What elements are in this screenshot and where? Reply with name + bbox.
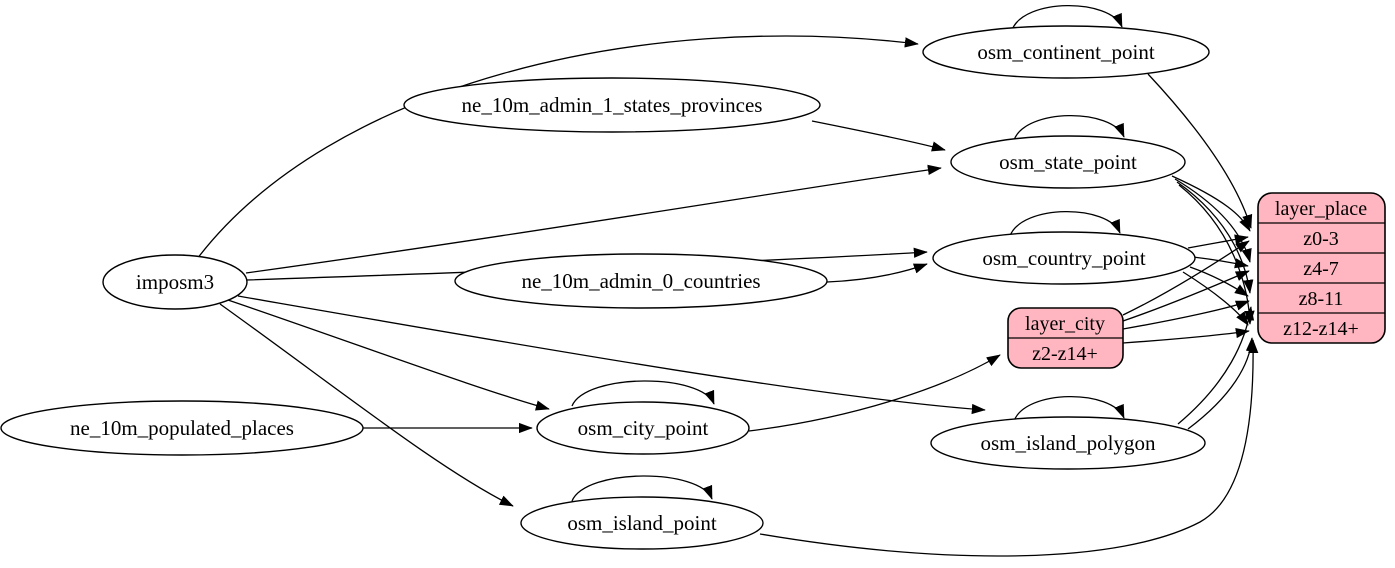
edge-osm_continent_point-to-layer_place-z0-3	[1147, 73, 1253, 229]
node-osm_island_point-label: osm_island_point	[567, 511, 717, 535]
node-osm_island_point: osm_island_point	[520, 496, 764, 550]
node-ne_10m_admin_0_countries: ne_10m_admin_0_countries	[454, 253, 828, 309]
node-layer_place-row-z4-7: z4-7	[1303, 258, 1339, 280]
edge-group	[196, 5, 1259, 557]
node-osm_island_polygon: osm_island_polygon	[930, 416, 1206, 470]
node-imposm3-label: imposm3	[136, 270, 214, 294]
node-osm_continent_point-label: osm_continent_point	[977, 40, 1154, 64]
node-layer_place-row-z12-z14: z12-z14+	[1283, 318, 1359, 340]
edge-osm_country_point-to-layer_place-z0-3	[1187, 234, 1249, 249]
edge-selfloop-osm_city_point	[571, 380, 715, 407]
edge-imposm3-to-osm_city_point	[227, 299, 550, 411]
node-ne_10m_populated_places-label: ne_10m_populated_places	[70, 416, 294, 440]
node-imposm3: imposm3	[102, 254, 248, 310]
node-ne_10m_populated_places: ne_10m_populated_places	[0, 400, 364, 456]
node-osm_island_polygon-label: osm_island_polygon	[980, 431, 1156, 455]
edge-selfloop-osm_island_point	[571, 475, 713, 502]
edge-osm_country_point-to-layer_place-z4-7	[1192, 256, 1249, 269]
edge-imposm3-to-osm_continent_point	[196, 35, 919, 260]
edge-osm_state_point-to-layer_place-z0-3	[1171, 175, 1251, 232]
edge-osm_country_point-to-layer_place-z12-z14	[1182, 271, 1249, 326]
node-osm_country_point: osm_country_point	[932, 231, 1196, 285]
edge-osm_island_polygon-to-layer_place-z12-z14	[1187, 337, 1257, 430]
node-ne_10m_admin_0_countries-label: ne_10m_admin_0_countries	[521, 269, 760, 293]
node-osm_continent_point: osm_continent_point	[922, 25, 1210, 79]
edge-ne_10m_admin_0_countries-to-osm_country_point	[826, 263, 928, 283]
node-osm_state_point-label: osm_state_point	[999, 150, 1137, 174]
node-ne_10m_admin_1_states_provinces-label: ne_10m_admin_1_states_provinces	[462, 93, 763, 117]
node-layer_place: layer_place z0-3 z4-7 z8-11 z12-z14+	[1257, 192, 1386, 344]
edge-osm_island_polygon-to-layer_place-z8-11	[1177, 306, 1255, 425]
edge-layer_city-to-layer_place-z8-11	[1122, 300, 1250, 330]
edge-layer_city-to-layer_place-z12-z14	[1122, 327, 1250, 344]
node-layer_city: layer_city z2-z14+	[1007, 307, 1124, 369]
node-layer_city-row-z2-z14: z2-z14+	[1032, 343, 1098, 365]
node-osm_state_point: osm_state_point	[950, 135, 1186, 189]
edge-selfloop-osm_country_point	[1009, 211, 1121, 237]
edge-osm_state_point-to-layer_place-z4-7	[1174, 178, 1252, 263]
node-ne_10m_admin_1_states_provinces: ne_10m_admin_1_states_provinces	[403, 77, 821, 133]
node-layer_place-row-z8-11: z8-11	[1299, 288, 1344, 310]
node-osm_country_point-label: osm_country_point	[982, 246, 1145, 270]
node-osm_city_point: osm_city_point	[536, 401, 750, 455]
edge-osm_city_point-to-layer_city-z2-z14	[748, 354, 1001, 432]
node-osm_city_point-label: osm_city_point	[578, 416, 709, 440]
node-layer_place-header: layer_place	[1275, 198, 1367, 220]
edge-osm_country_point-to-layer_place-z8-11	[1189, 266, 1249, 297]
edge-imposm3-to-osm_island_polygon	[237, 295, 986, 415]
edge-osm_state_point-to-layer_place-z8-11	[1176, 181, 1254, 294]
edge-selfloop-osm_continent_point	[1011, 5, 1123, 31]
edge-selfloop-osm_island_polygon	[1013, 396, 1125, 422]
node-layer_city-header: layer_city	[1025, 313, 1105, 335]
edge-ne_10m_admin_1_states_provinces-to-osm_state_point	[811, 120, 946, 152]
edge-imposm3-to-osm_island_point	[219, 303, 514, 507]
node-layer_place-row-z0-3: z0-3	[1303, 228, 1339, 250]
edge-osm_island_point-to-layer_place-z12-z14	[759, 339, 1259, 557]
edge-selfloop-osm_state_point	[1013, 115, 1125, 141]
edge-imposm3-to-osm_state_point	[245, 164, 942, 274]
edge-layer_city-to-layer_place-z4-7	[1122, 270, 1250, 322]
edge-layer_city-to-layer_place-z0-3	[1122, 240, 1250, 316]
